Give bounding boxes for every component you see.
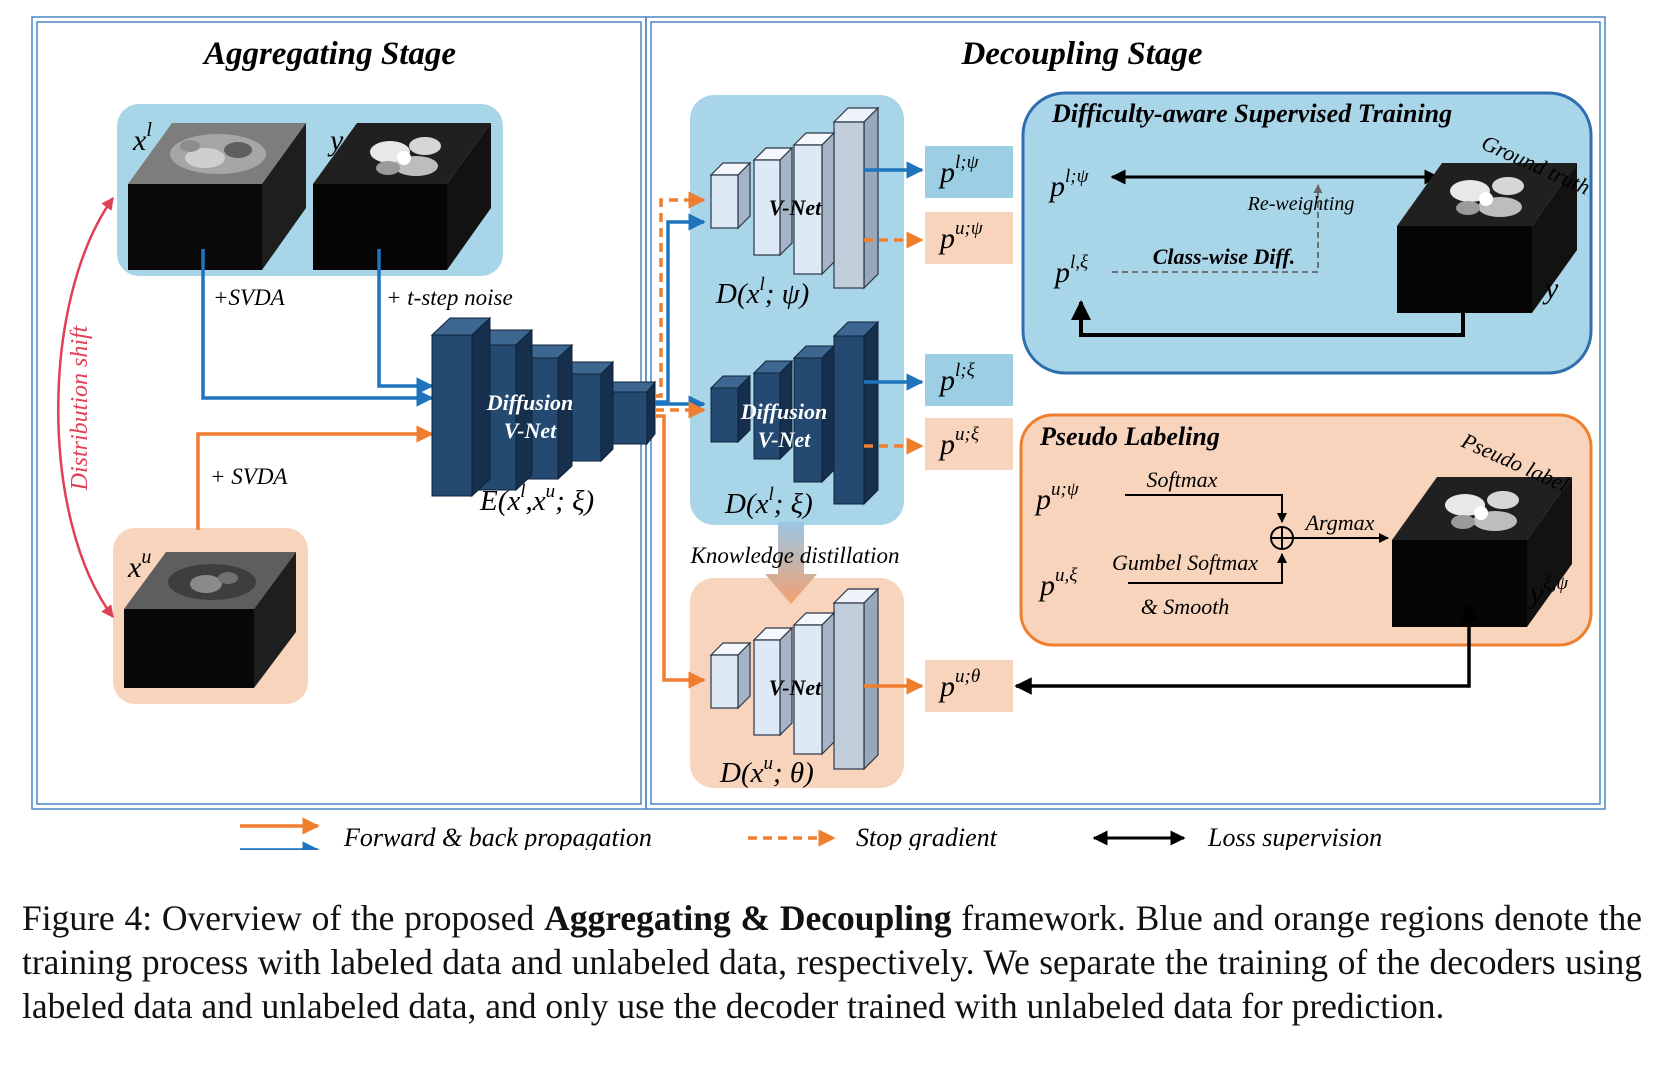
ground-truth-volume <box>1397 163 1577 313</box>
supervised-p-bottom: pl,ξ <box>1053 252 1089 289</box>
caption-prefix: Figure 4: Overview of the proposed <box>22 898 545 938</box>
figure-caption: Figure 4: Overview of the proposed Aggre… <box>22 896 1642 1028</box>
decoder-psi-label: V-Net <box>769 195 822 220</box>
unlabeled-image-label: xu <box>127 546 151 584</box>
encoder-caption: E(xl,xu; ξ) <box>479 481 594 517</box>
encoder-label-line1: Diffusion <box>486 390 573 415</box>
decoupling-stage-title: Decoupling Stage <box>960 36 1202 72</box>
output-p-l-xi: pl;ξ <box>938 360 976 397</box>
softmax-arrow <box>1125 494 1287 523</box>
labeled-image-arrow <box>201 249 434 407</box>
legend-forward-label: Forward & back propagation <box>343 823 652 850</box>
reweighting-label: Re-weighting <box>1247 193 1355 215</box>
legend-loss-label: Loss supervision <box>1207 823 1382 850</box>
gumbel-softmax-label: Gumbel Softmax <box>1112 550 1258 575</box>
class-wise-diff-label: Class-wise Diff. <box>1153 244 1296 269</box>
encoder-to-psi-blue-arrow <box>655 213 706 404</box>
legend-stop-label: Stop gradient <box>856 823 998 850</box>
unlabeled-image-volume <box>124 552 296 688</box>
labeled-image-label: xl <box>132 119 152 157</box>
sum-operator-icon <box>1270 526 1294 550</box>
decoder-xi-label-line2: V-Net <box>758 427 811 452</box>
knowledge-distillation-arrow <box>765 522 817 604</box>
decoder-xi-label-line1: Diffusion <box>740 399 827 424</box>
diffusion-vnet-decoder-xi <box>709 320 880 506</box>
distribution-shift-arrow <box>57 196 115 618</box>
output-p-u-psi-box <box>925 212 1013 264</box>
pseudo-labeling-title: Pseudo Labeling <box>1039 422 1220 451</box>
output-p-u-xi: pu;ξ <box>938 424 980 461</box>
pseudo-label-y: yξ,ψ <box>1527 573 1569 610</box>
distribution-shift-label: Distribution shift <box>67 324 93 491</box>
pseudo-p-top: pu;ψ <box>1034 479 1080 516</box>
noise-label: + t-step noise <box>386 285 513 310</box>
label-map-label: y <box>327 124 344 157</box>
encoder-label-line2: V-Net <box>504 418 557 443</box>
decoder-psi-caption: D(xl; ψ) <box>715 274 809 310</box>
output-p-l-psi-box <box>925 146 1013 198</box>
p-bottom-to-gt-loss-arrow <box>1071 293 1473 337</box>
smooth-label: & Smooth <box>1141 594 1230 619</box>
gumbel-arrow <box>1128 553 1287 584</box>
svda-labeled-label: +SVDA <box>213 285 286 310</box>
legend: Forward & back propagation Stop gradient… <box>240 817 1382 850</box>
vnet-decoder-theta <box>709 587 880 771</box>
output-p-l-xi-box <box>925 354 1013 406</box>
encoder-to-theta-arrow <box>655 414 706 689</box>
vnet-decoder-psi <box>709 106 880 290</box>
encoder-to-psi-stop-arrow <box>655 191 706 398</box>
class-wise-diff-line <box>1112 184 1323 273</box>
svda-unlabeled-label: + SVDA <box>210 464 288 489</box>
output-p-u-theta-box <box>925 660 1013 712</box>
ground-truth-y: y <box>1542 272 1559 305</box>
argmax-label: Argmax <box>1304 510 1375 535</box>
caption-rest: framework. Blue and orange regions denot… <box>22 898 1642 1026</box>
aggregating-stage-title: Aggregating Stage <box>202 36 456 72</box>
labeled-image-volume <box>128 123 306 270</box>
caption-bold: Aggregating & Decoupling <box>544 898 952 938</box>
softmax-label: Softmax <box>1147 467 1218 492</box>
supervised-p-top: pl;ψ <box>1048 166 1090 203</box>
decoder-theta-label: V-Net <box>769 675 822 700</box>
label-noise-arrow <box>377 249 434 395</box>
output-p-u-xi-box <box>925 418 1013 470</box>
output-p-u-theta: pu;θ <box>938 666 980 703</box>
output-p-u-psi: pu;ψ <box>938 218 984 255</box>
framework-diagram: Aggregating Stage Decoupling Stage xl y … <box>31 16 1606 850</box>
knowledge-distillation-label: Knowledge distillation <box>690 543 900 568</box>
unlabeled-image-arrow <box>196 425 434 530</box>
theta-output-loss-arrow <box>1014 603 1478 695</box>
diffusion-vnet-encoder <box>430 316 657 498</box>
pseudo-p-bottom: pu,ξ <box>1038 565 1078 602</box>
decoder-xi-caption: D(xl; ξ) <box>724 484 813 520</box>
output-p-l-psi: pl;ψ <box>938 152 980 189</box>
decoder-theta-caption: D(xu; θ) <box>719 753 814 789</box>
supervised-training-title: Difficulty-aware Supervised Training <box>1051 99 1452 128</box>
